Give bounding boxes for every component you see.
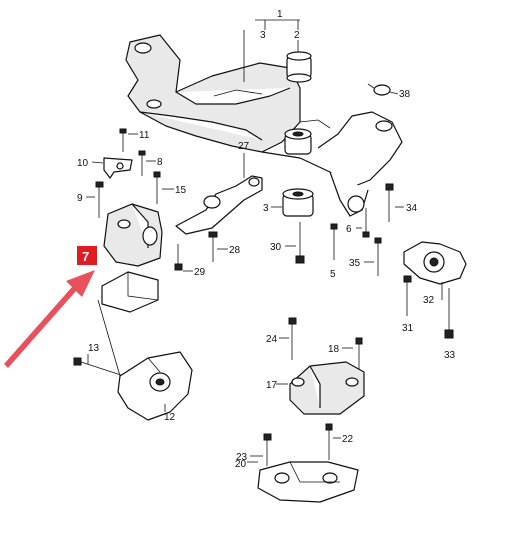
callout-6: 6	[346, 224, 352, 235]
callout-31: 31	[402, 323, 414, 334]
callout-3b: 3	[263, 203, 269, 214]
callout-7: 7	[82, 249, 89, 264]
callout-38: 38	[399, 89, 411, 100]
bolt-11	[119, 128, 127, 152]
callout-24: 24	[266, 334, 278, 345]
callout-8: 8	[157, 157, 163, 168]
subframe	[125, 34, 403, 217]
rubber-mount-middle	[284, 128, 312, 155]
bolt-22	[325, 423, 333, 460]
leader-line	[389, 91, 399, 95]
callout-5: 5	[330, 269, 336, 280]
callout-32: 32	[423, 295, 435, 306]
bolt-8	[138, 150, 146, 176]
callout-1: 1	[277, 9, 283, 20]
bolt-13	[73, 357, 125, 377]
pointer-arrow	[4, 270, 95, 368]
callout-35: 35	[349, 258, 361, 269]
callout-13: 13	[88, 343, 100, 354]
callout-29: 29	[194, 267, 206, 278]
callout-28: 28	[229, 245, 241, 256]
transmission-bracket-12	[97, 299, 193, 421]
bolt-23	[263, 433, 272, 466]
callout-22: 22	[342, 434, 354, 445]
callout-23: 23	[236, 452, 248, 463]
callout-17: 17	[266, 380, 278, 391]
mount-bracket	[101, 271, 159, 313]
callout-15: 15	[175, 185, 187, 196]
bolt-28	[208, 231, 218, 262]
bolt-29	[174, 244, 183, 271]
bolt-5	[330, 223, 338, 260]
callout-3: 3	[260, 30, 266, 41]
callout-34: 34	[406, 203, 418, 214]
bolt-18	[355, 337, 363, 372]
callout-18: 18	[328, 344, 340, 355]
callout-9: 9	[77, 193, 83, 204]
bolt-35	[374, 237, 382, 276]
leader-line	[91, 161, 104, 164]
bolt-15	[153, 171, 161, 204]
engine-mount-7	[103, 203, 163, 267]
clip-38	[367, 83, 391, 96]
bolt-34	[385, 183, 394, 222]
callout-11: 11	[139, 130, 150, 141]
callout-12: 12	[164, 412, 176, 423]
callout-33: 33	[444, 350, 456, 361]
bolt-33	[444, 288, 454, 339]
rubber-mount-lower	[282, 188, 314, 217]
bolt-30	[295, 222, 305, 264]
callout-7-badge	[77, 246, 97, 265]
bracket-20	[257, 461, 359, 503]
bolt-9	[95, 181, 104, 218]
bolt-31	[403, 275, 412, 316]
rubber-mount-upper	[286, 51, 312, 83]
torque-support-27	[175, 175, 263, 235]
bolt-24	[288, 317, 297, 360]
callout-10: 10	[77, 158, 89, 169]
callout-30: 30	[270, 242, 282, 253]
bracket-10	[103, 157, 133, 179]
bolt-6	[362, 208, 370, 238]
mount-17	[289, 361, 365, 415]
callout-2: 2	[294, 30, 300, 41]
bushing-32	[403, 241, 467, 285]
callout-20: 20	[235, 459, 247, 470]
callout-27: 27	[238, 141, 250, 152]
